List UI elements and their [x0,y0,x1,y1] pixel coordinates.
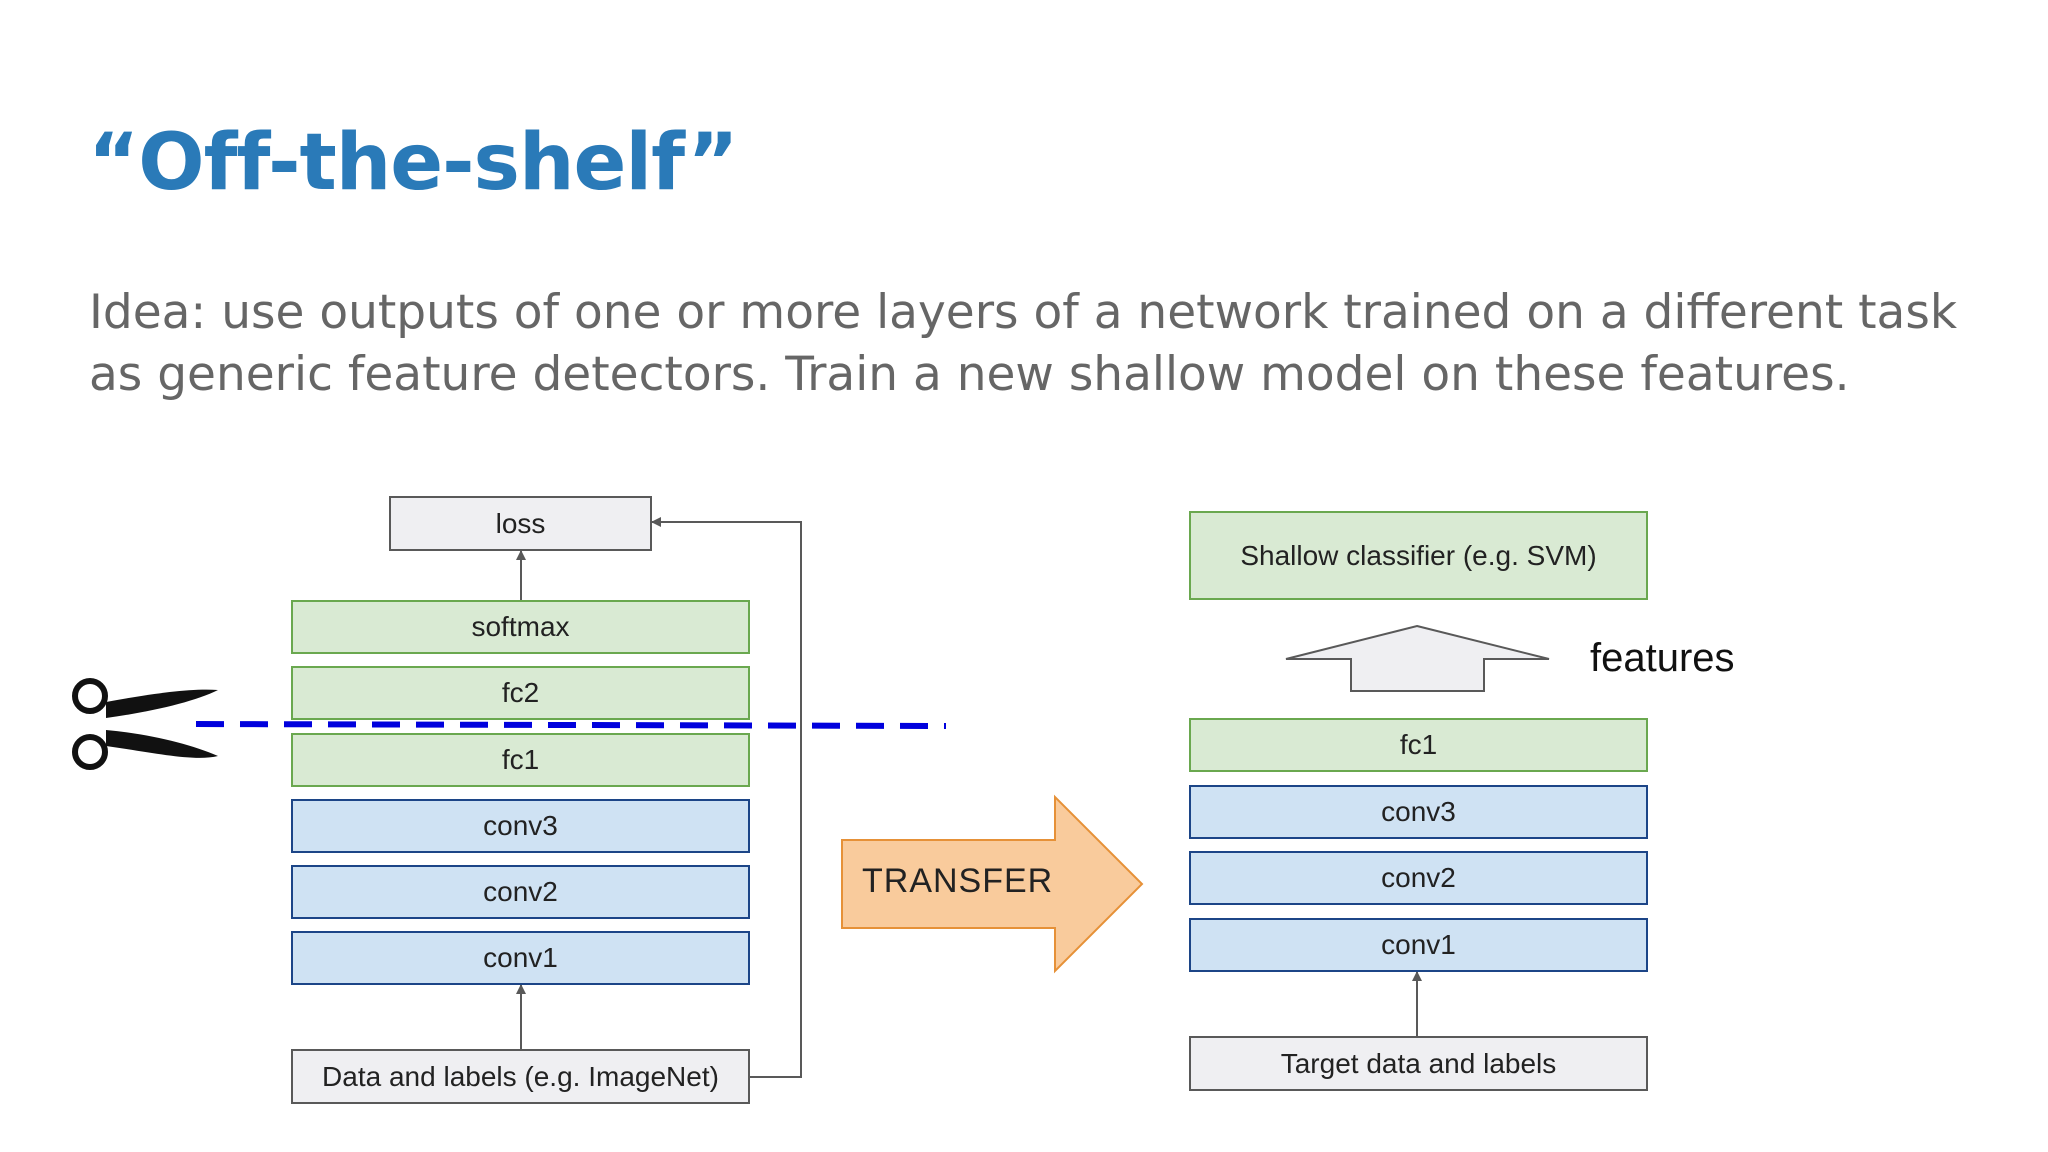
arrow-labels-to-loss [651,517,802,1078]
target-conv3-box: conv3 [1189,785,1648,839]
softmax-box: softmax [291,600,750,654]
transfer-arrow-icon [841,794,1144,974]
data-labels-box: Data and labels (e.g. ImageNet) [291,1049,750,1104]
target-data-box: Target data and labels [1189,1036,1648,1091]
transfer-label: TRANSFER [862,862,1054,900]
conv2-box: conv2 [291,865,750,919]
fc1-box: fc1 [291,733,750,787]
shallow-classifier-box: Shallow classifier (e.g. SVM) [1189,511,1648,600]
target-conv2-box: conv2 [1189,851,1648,905]
features-arrow-icon [1285,624,1550,692]
fc2-box: fc2 [291,666,750,720]
loss-box: loss [389,496,652,551]
conv3-box: conv3 [291,799,750,853]
conv1-box: conv1 [291,931,750,985]
slide-title: “Off-the-shelf” [88,118,739,208]
cut-line [195,721,947,729]
target-conv1-box: conv1 [1189,918,1648,972]
target-fc1-box: fc1 [1189,718,1648,772]
features-label: features [1590,636,1735,680]
idea-text: Idea: use outputs of one or more layers … [89,285,1958,402]
scissors-icon [72,678,218,770]
